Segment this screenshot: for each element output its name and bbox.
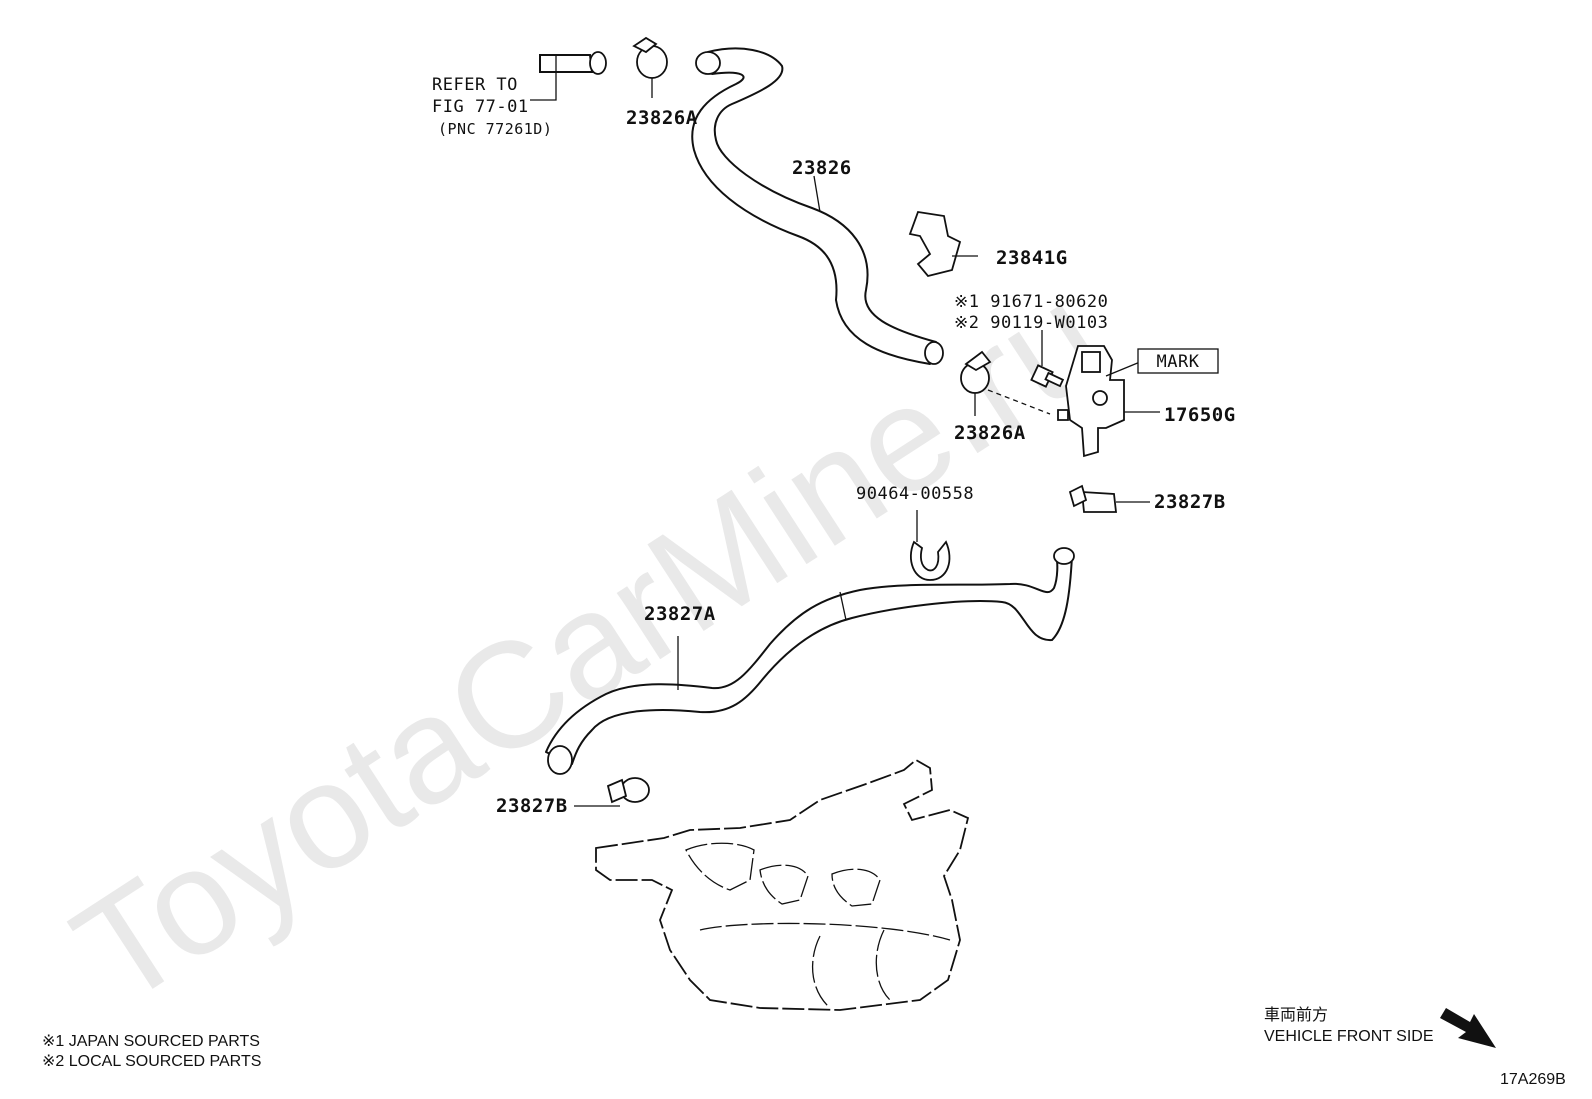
clamp-23827b-left [574, 777, 650, 807]
reference-pipe [530, 51, 607, 101]
label-23826a-mid: 23826A [954, 422, 1026, 444]
label-90464: 90464-00558 [856, 484, 974, 504]
front-direction-arrow-icon [1440, 1008, 1496, 1048]
clamp-23827b-right [1068, 484, 1150, 513]
vsv-17650g [1057, 345, 1160, 458]
label-23841g: 23841G [996, 247, 1068, 269]
label-17650g: 17650G [1164, 404, 1236, 426]
clip-90464 [909, 510, 951, 581]
clamp-23826a-mid [960, 350, 1051, 416]
label-23827b-left: 23827B [496, 795, 568, 817]
clip-23841g [908, 210, 978, 278]
reference-line1: REFER TO [432, 75, 518, 95]
mark-box: MARK [1137, 348, 1219, 374]
label-23826a-top: 23826A [626, 107, 698, 129]
note-local-sourced: ※2 LOCAL SOURCED PARTS [42, 1053, 261, 1070]
clamp-23826a-top [632, 36, 668, 98]
direction-jp: 車両前方 [1264, 1006, 1328, 1024]
hose-23827a [545, 547, 1075, 775]
intake-manifold [595, 758, 970, 1011]
diagram-code: 17A269B [1500, 1071, 1566, 1088]
note-japan-sourced: ※1 JAPAN SOURCED PARTS [42, 1033, 260, 1050]
label-23827a: 23827A [644, 603, 716, 625]
label-23826: 23826 [792, 157, 852, 179]
reference-line2: FIG 77-01 [432, 97, 529, 117]
mark-label: MARK [1157, 352, 1200, 372]
label-bolt2: ※2 90119-W0103 [954, 313, 1108, 333]
bolt [1030, 330, 1065, 388]
label-bolt1: ※1 91671-80620 [954, 292, 1108, 312]
direction-en: VEHICLE FRONT SIDE [1264, 1028, 1434, 1045]
reference-line3: (PNC 77261D) [438, 120, 552, 138]
hose-23826 [691, 47, 944, 365]
label-23827b-right: 23827B [1154, 491, 1226, 513]
